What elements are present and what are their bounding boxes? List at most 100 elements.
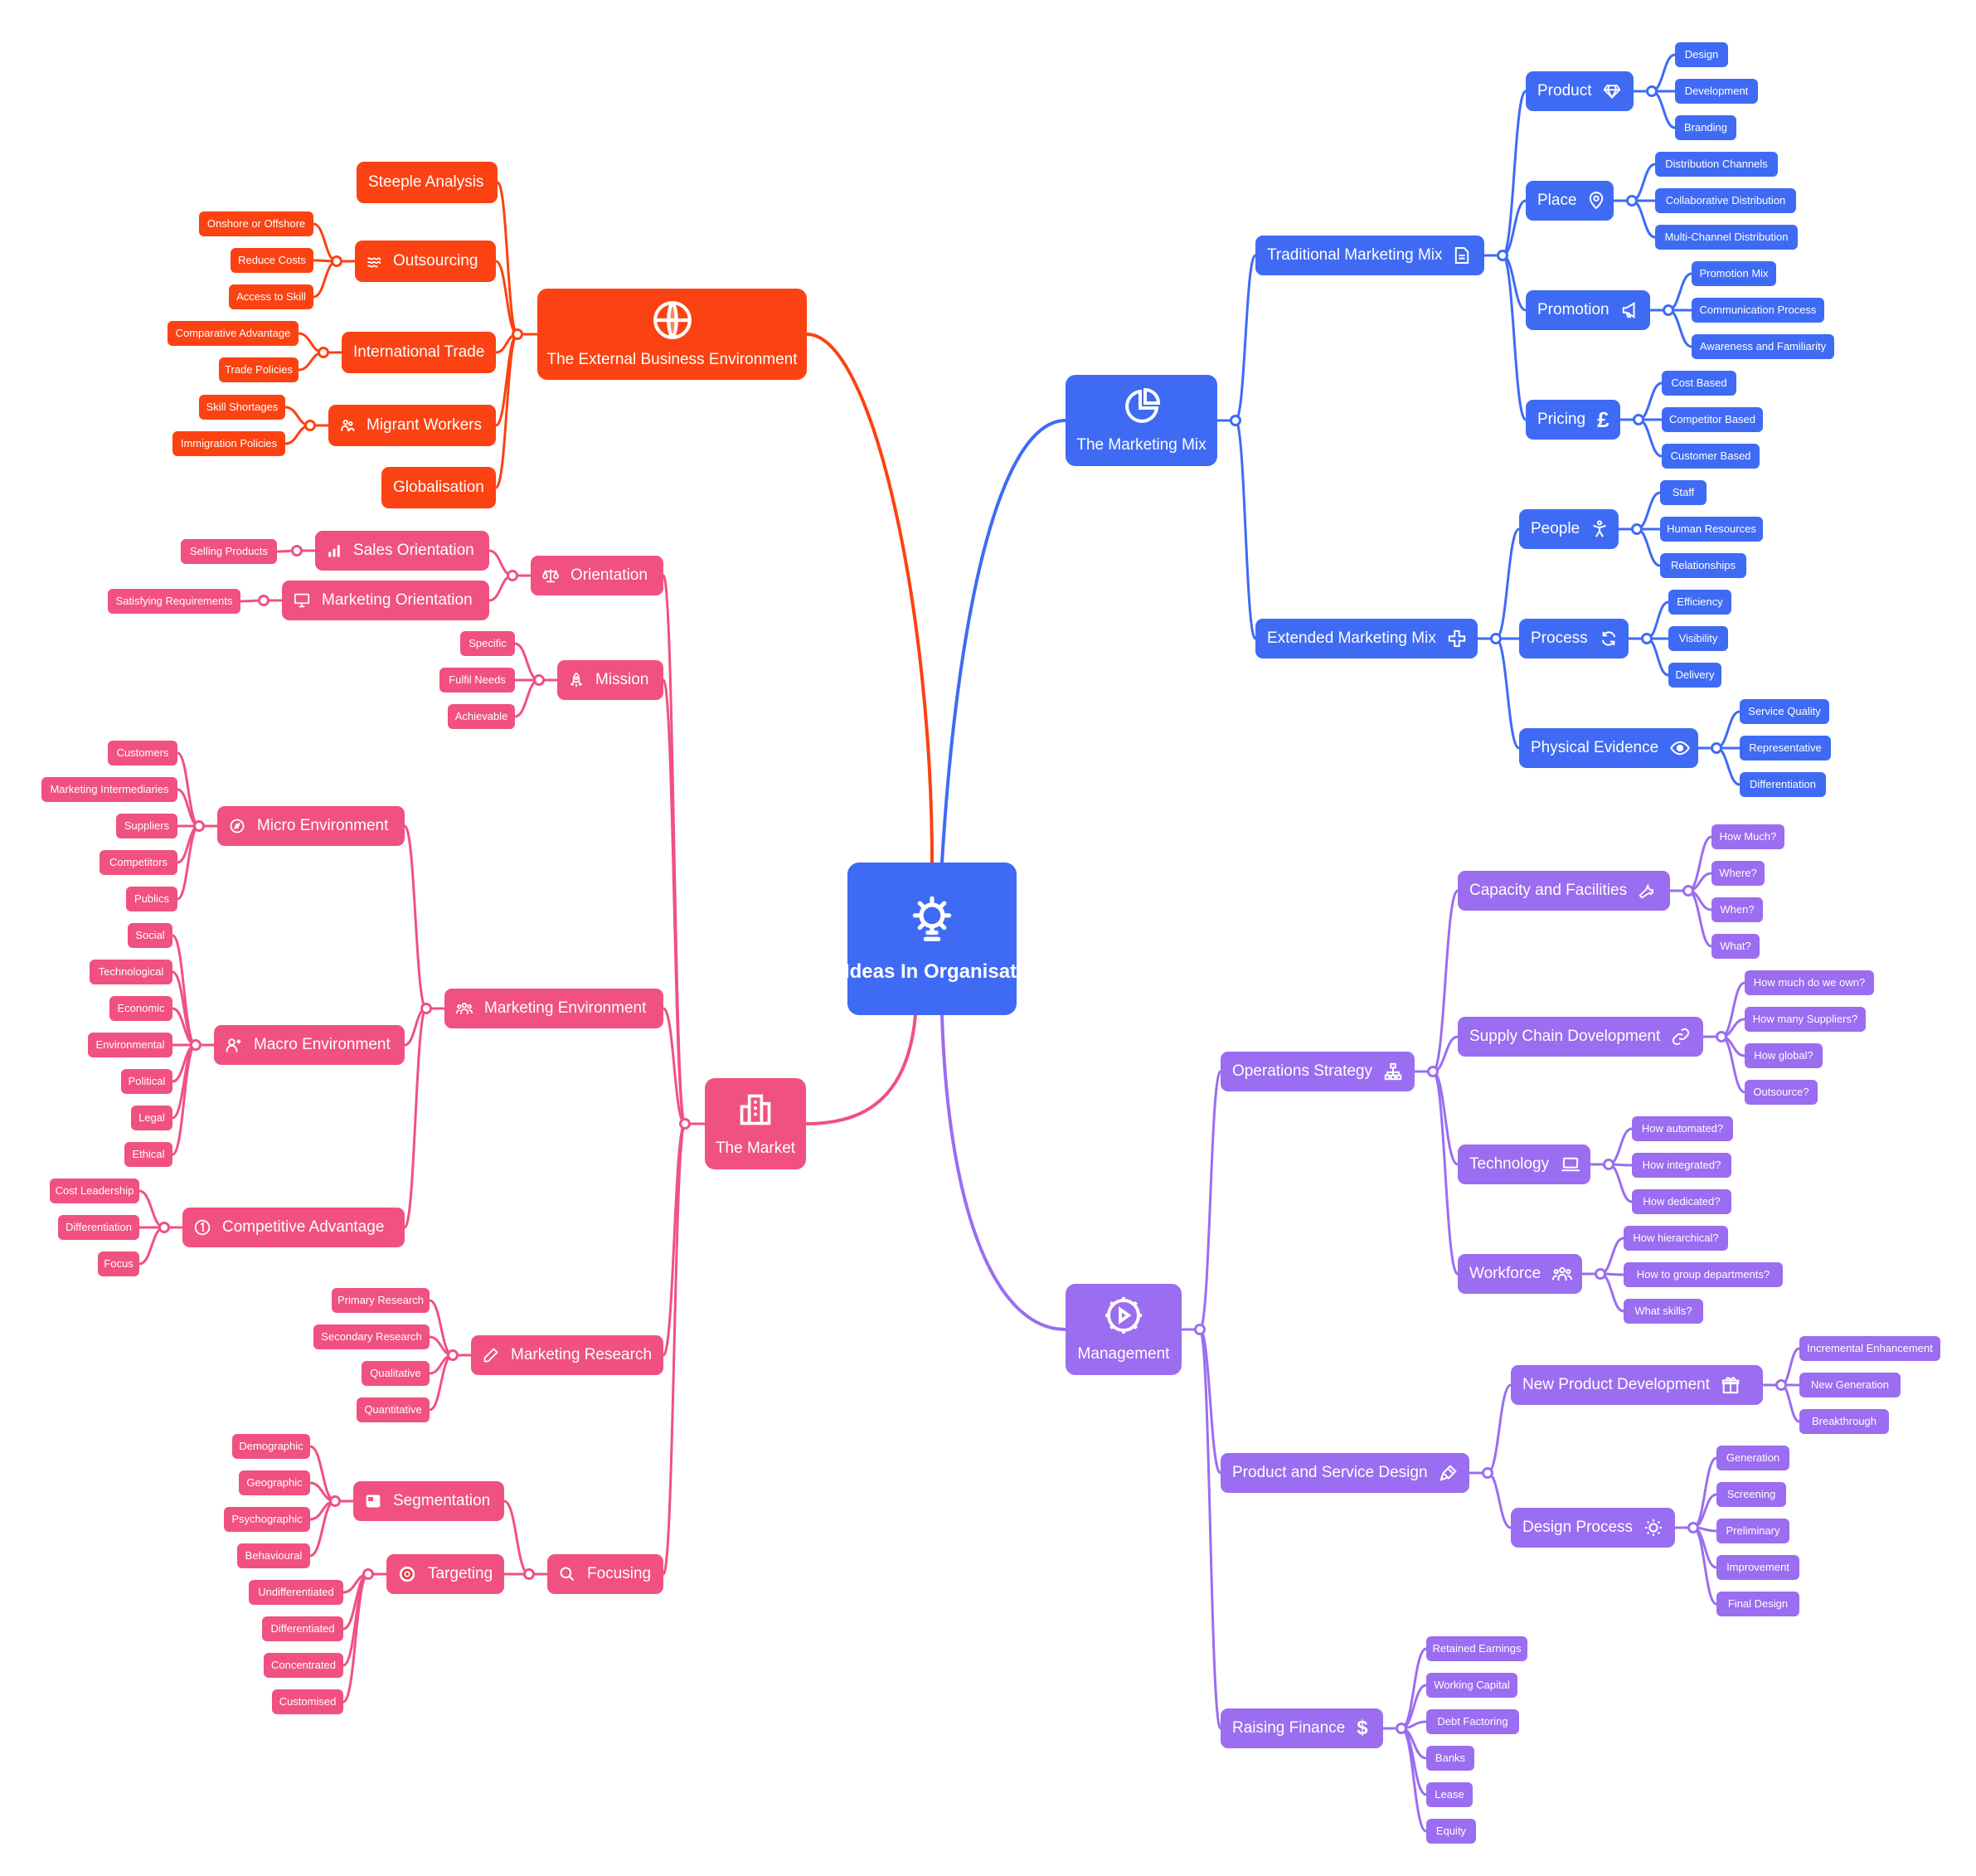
node-traditional-marketing-mix[interactable]: Traditional Marketing Mix <box>1255 236 1484 275</box>
leaf-where[interactable]: Where? <box>1711 861 1765 886</box>
leaf-how-many-suppliers[interactable]: How many Suppliers? <box>1745 1007 1866 1032</box>
node-marketing-orientation[interactable]: Marketing Orientation <box>282 581 489 620</box>
leaf-psychographic[interactable]: Psychographic <box>224 1507 310 1532</box>
node-capacity-and-facilities[interactable]: Capacity and Facilities <box>1458 871 1670 911</box>
node-marketing-environment[interactable]: Marketing Environment <box>444 989 663 1028</box>
node-mission[interactable]: Mission <box>557 660 663 700</box>
leaf-how-to-group-departments[interactable]: How to group departments? <box>1624 1262 1783 1287</box>
node-international-trade[interactable]: International Trade <box>342 332 496 373</box>
node-raising-finance[interactable]: Raising Finance $ <box>1221 1708 1383 1748</box>
node-product[interactable]: Product <box>1526 71 1634 111</box>
leaf-equity[interactable]: Equity <box>1426 1819 1476 1844</box>
branch-external-business-environment[interactable]: The External Business Environment <box>537 289 807 380</box>
leaf-improvement[interactable]: Improvement <box>1716 1555 1799 1580</box>
leaf-environmental[interactable]: Environmental <box>88 1033 172 1057</box>
leaf-how-much-do-we-own[interactable]: How much do we own? <box>1745 970 1874 995</box>
leaf-selling-products[interactable]: Selling Products <box>181 539 277 564</box>
leaf-trade-policies[interactable]: Trade Policies <box>219 357 299 382</box>
node-migrant-workers[interactable]: Migrant Workers <box>328 405 496 446</box>
leaf-what[interactable]: What? <box>1711 934 1760 959</box>
leaf-development[interactable]: Development <box>1675 79 1758 104</box>
node-physical-evidence[interactable]: Physical Evidence <box>1519 728 1698 768</box>
leaf-design[interactable]: Design <box>1675 42 1728 67</box>
leaf-comparative-advantage[interactable]: Comparative Advantage <box>167 321 299 346</box>
leaf-customer-based[interactable]: Customer Based <box>1662 444 1760 469</box>
leaf-economic[interactable]: Economic <box>109 996 172 1021</box>
node-segmentation[interactable]: Segmentation <box>353 1481 504 1521</box>
leaf-when[interactable]: When? <box>1711 897 1763 922</box>
node-marketing-research[interactable]: Marketing Research <box>471 1335 663 1375</box>
leaf-preliminary[interactable]: Preliminary <box>1716 1519 1789 1543</box>
branch-management[interactable]: Management <box>1066 1284 1182 1375</box>
leaf-achievable[interactable]: Achievable <box>448 704 515 729</box>
node-sales-orientation[interactable]: Sales Orientation <box>315 531 489 571</box>
node-new-product-development[interactable]: New Product Development <box>1511 1365 1763 1405</box>
leaf-geographic[interactable]: Geographic <box>239 1470 310 1495</box>
leaf-how-much[interactable]: How Much? <box>1711 824 1784 849</box>
node-macro-environment[interactable]: Macro Environment <box>214 1025 405 1065</box>
leaf-retained-earnings[interactable]: Retained Earnings <box>1426 1636 1527 1661</box>
node-extended-marketing-mix[interactable]: Extended Marketing Mix <box>1255 619 1478 659</box>
leaf-human-resources[interactable]: Human Resources <box>1660 517 1763 542</box>
leaf-collaborative-distribution[interactable]: Collaborative Distribution <box>1655 188 1796 213</box>
node-workforce[interactable]: Workforce <box>1458 1254 1582 1294</box>
leaf-immigration-policies[interactable]: Immigration Policies <box>172 431 285 456</box>
leaf-incremental-enhancement[interactable]: Incremental Enhancement <box>1799 1336 1940 1361</box>
leaf-relationships[interactable]: Relationships <box>1660 553 1746 578</box>
leaf-outsource[interactable]: Outsource? <box>1745 1080 1818 1105</box>
leaf-differentiation[interactable]: Differentiation <box>58 1215 139 1240</box>
leaf-satisfying-requirements[interactable]: Satisfying Requirements <box>108 589 240 614</box>
leaf-secondary-research[interactable]: Secondary Research <box>313 1324 430 1349</box>
leaf-how-automated[interactable]: How automated? <box>1632 1116 1733 1141</box>
node-competitive-advantage[interactable]: Competitive Advantage <box>182 1208 405 1247</box>
leaf-demographic[interactable]: Demographic <box>232 1434 310 1459</box>
leaf-lease[interactable]: Lease <box>1426 1782 1473 1807</box>
leaf-generation[interactable]: Generation <box>1716 1446 1789 1470</box>
node-design-process[interactable]: Design Process <box>1511 1508 1675 1548</box>
node-pricing[interactable]: Pricing £ <box>1526 400 1620 440</box>
leaf-efficiency[interactable]: Efficiency <box>1668 590 1731 615</box>
leaf-how-hierarchical[interactable]: How hierarchical? <box>1624 1226 1728 1251</box>
leaf-debt-factoring[interactable]: Debt Factoring <box>1426 1709 1519 1734</box>
leaf-what-skills[interactable]: What skills? <box>1624 1299 1703 1324</box>
leaf-undifferentiated[interactable]: Undifferentiated <box>249 1580 343 1605</box>
leaf-visibility[interactable]: Visibility <box>1668 626 1728 651</box>
leaf-technological[interactable]: Technological <box>90 960 172 984</box>
leaf-competitors[interactable]: Competitors <box>100 850 177 875</box>
leaf-how-global[interactable]: How global? <box>1745 1043 1823 1068</box>
leaf-differentiated[interactable]: Differentiated <box>262 1616 343 1641</box>
leaf-skill-shortages[interactable]: Skill Shortages <box>199 395 285 420</box>
leaf-distribution-channels[interactable]: Distribution Channels <box>1655 152 1778 177</box>
leaf-publics[interactable]: Publics <box>126 887 177 911</box>
leaf-onshore-or-offshore[interactable]: Onshore or Offshore <box>199 211 313 236</box>
node-process[interactable]: Process <box>1519 619 1629 659</box>
leaf-social[interactable]: Social <box>128 923 172 948</box>
leaf-working-capital[interactable]: Working Capital <box>1426 1673 1517 1698</box>
node-operations-strategy[interactable]: Operations Strategy <box>1221 1052 1415 1091</box>
leaf-breakthrough[interactable]: Breakthrough <box>1799 1409 1889 1434</box>
root-node[interactable]: Big Ideas In Organisations <box>807 863 1057 1015</box>
node-focusing[interactable]: Focusing <box>547 1554 663 1594</box>
branch-the-market[interactable]: The Market <box>705 1078 806 1169</box>
leaf-staff[interactable]: Staff <box>1660 480 1707 505</box>
leaf-representative[interactable]: Representative <box>1740 736 1831 761</box>
leaf-customers[interactable]: Customers <box>108 741 177 765</box>
leaf-new-generation[interactable]: New Generation <box>1799 1373 1901 1397</box>
leaf-cost-based[interactable]: Cost Based <box>1662 371 1736 396</box>
node-orientation[interactable]: Orientation <box>531 556 663 595</box>
leaf-legal[interactable]: Legal <box>131 1106 172 1130</box>
leaf-multi-channel-distribution[interactable]: Multi-Channel Distribution <box>1655 225 1798 250</box>
leaf-screening[interactable]: Screening <box>1716 1482 1786 1507</box>
branch-marketing-mix[interactable]: The Marketing Mix <box>1066 375 1217 466</box>
leaf-how-dedicated[interactable]: How dedicated? <box>1632 1189 1731 1214</box>
node-promotion[interactable]: Promotion <box>1526 290 1650 330</box>
leaf-specific[interactable]: Specific <box>460 631 515 656</box>
leaf-fulfil-needs[interactable]: Fulfil Needs <box>439 668 515 693</box>
leaf-banks[interactable]: Banks <box>1426 1746 1474 1771</box>
leaf-final-design[interactable]: Final Design <box>1716 1592 1799 1616</box>
leaf-quantitative[interactable]: Quantitative <box>357 1397 430 1422</box>
leaf-branding[interactable]: Branding <box>1675 115 1736 140</box>
leaf-service-quality[interactable]: Service Quality <box>1740 699 1829 724</box>
leaf-differentiation[interactable]: Differentiation <box>1740 772 1826 797</box>
leaf-primary-research[interactable]: Primary Research <box>332 1288 430 1313</box>
